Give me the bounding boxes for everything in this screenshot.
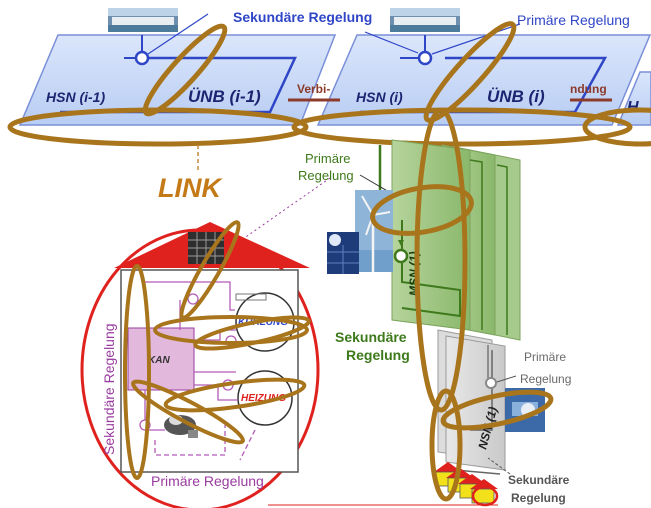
label-ndung: ndung [570, 82, 607, 96]
label-uenb-i-1: ÜNB (i-1) [188, 87, 261, 106]
label-nsn-primaere-2: Regelung [520, 372, 571, 386]
heizung-unit [237, 370, 293, 426]
msn-plates [391, 139, 521, 341]
nsn-prim-pointer [496, 375, 517, 383]
solar-panel-image [327, 232, 359, 274]
msn-controller [393, 248, 409, 264]
label-nsn-primaere-1: Primäre [524, 350, 566, 364]
label-sekundaere-regelung-top: Sekundäre Regelung [233, 9, 372, 25]
label-heizung: HEIZUNG [241, 393, 286, 404]
label-uenb-i: ÜNB (i) [487, 87, 545, 106]
controller-top-1 [124, 13, 209, 66]
label-nsn-sekundaere-2: Regelung [511, 491, 566, 505]
label-link: LINK [158, 173, 223, 203]
label-msn-primaere-1: Primäre [305, 151, 351, 166]
label-msn-primaere-2: Regelung [298, 168, 354, 183]
label-primaere-regelung-top: Primäre Regelung [517, 12, 630, 28]
label-msn-sekundaere-1: Sekundäre [335, 329, 407, 345]
label-h-partial: H [627, 99, 639, 116]
kuehlung-frame [235, 293, 267, 301]
msn-arrow [398, 240, 404, 246]
label-hsn-i-1: HSN (i-1) [46, 89, 105, 105]
power-plant-image-1 [108, 8, 178, 32]
nsn-controller [485, 377, 497, 389]
house-rings [123, 220, 311, 480]
grid-rings [370, 107, 554, 502]
controller-top-2 [364, 23, 521, 66]
nsn-sek-pointer [487, 457, 511, 475]
wind-turbine-image [355, 190, 393, 272]
house-leader [229, 177, 331, 249]
label-house-primaere: Primäre Regelung [151, 473, 264, 489]
label-house-sekundaere: Sekundäre Regelung [101, 323, 117, 455]
label-nsn-sekundaere-1: Sekundäre [508, 473, 570, 487]
link-rings [7, 21, 651, 147]
label-verbi: Verbi- [297, 82, 330, 96]
power-plant-image-2 [390, 8, 460, 32]
label-msn-sekundaere-2: Regelung [346, 347, 410, 363]
label-kan: KAN [148, 355, 170, 366]
label-hsn-i: HSN (i) [356, 89, 403, 105]
